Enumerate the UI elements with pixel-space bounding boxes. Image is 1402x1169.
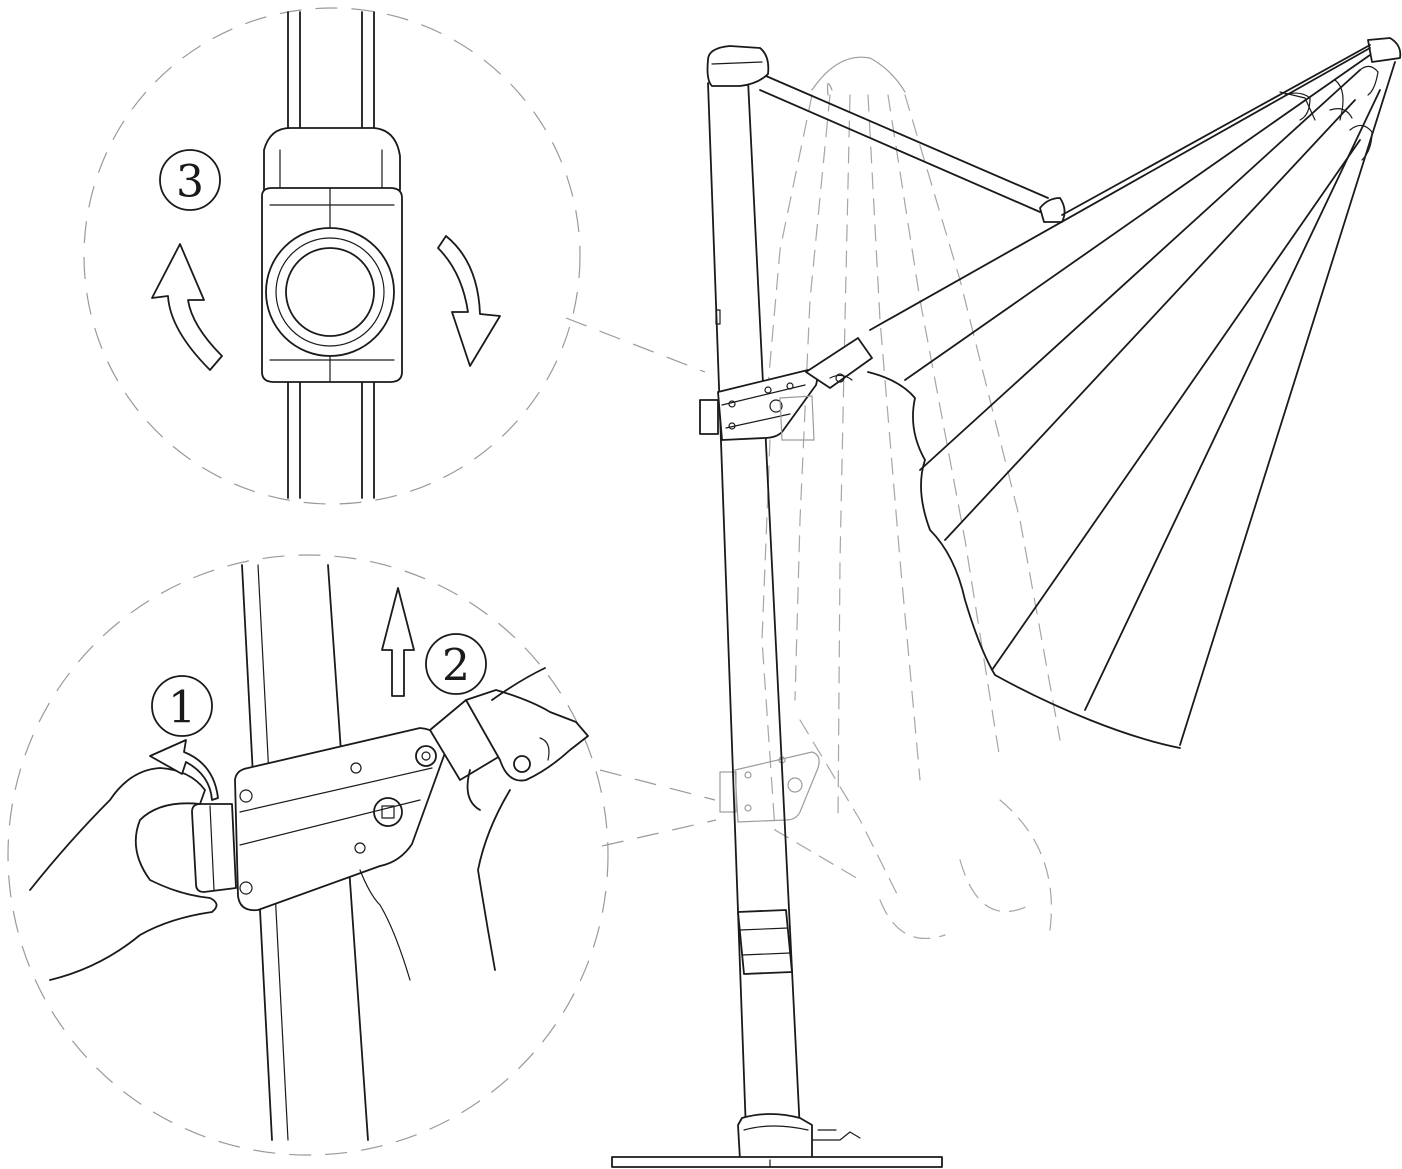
- pull-out-arrow-icon: [149, 739, 219, 801]
- step-badge-1: 1: [151, 675, 213, 737]
- rotate-left-arrow-icon: [151, 243, 223, 371]
- hand-icon: [466, 667, 546, 971]
- detail-unlock-lift: 1 2: [7, 554, 609, 1156]
- hand-icon-left: [29, 767, 218, 981]
- step-number-3: 3: [176, 157, 204, 208]
- umbrella-pole: [706, 45, 801, 1133]
- cantilever-arm: [759, 75, 1066, 223]
- step-number-2: 2: [442, 641, 470, 692]
- detail-circle-bottom: [7, 554, 609, 1156]
- step-number-1: 1: [168, 683, 196, 734]
- lift-up-arrow-icon: [381, 587, 415, 697]
- step-badge-3: 3: [159, 149, 221, 211]
- umbrella-overview: [565, 37, 1402, 1168]
- umbrella-canopy: [867, 37, 1402, 749]
- leader-line-bottom: [601, 819, 717, 847]
- leader-line-top: [565, 317, 706, 373]
- step-badge-2: 2: [425, 633, 487, 695]
- detail-rotate-knob: 3: [83, 7, 581, 505]
- leader-line-bottom-b: [599, 769, 716, 801]
- detail-circle-top: [83, 7, 581, 505]
- umbrella-base: [611, 1113, 943, 1168]
- rotate-right-arrow-icon: [437, 235, 501, 367]
- ghost-canopy: [761, 56, 1061, 939]
- tilt-bracket: [699, 337, 873, 441]
